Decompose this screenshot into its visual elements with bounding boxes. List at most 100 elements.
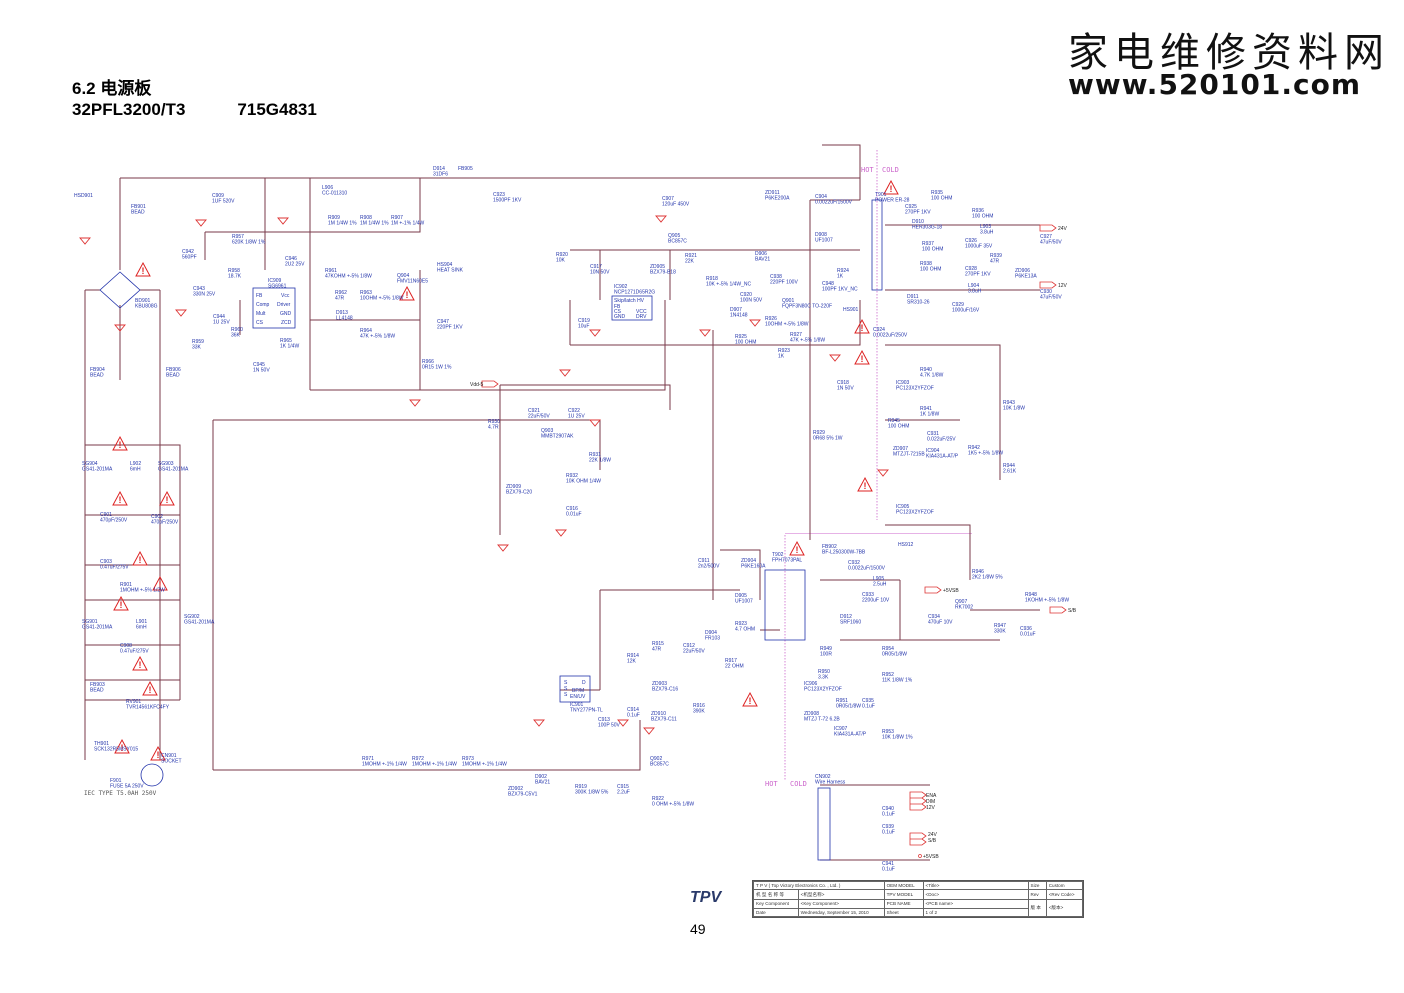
component-ref-sg903: SG903: [158, 461, 174, 467]
component-ref-t902: T902: [772, 552, 784, 558]
component-value-r965: 1K 1/4W: [280, 344, 299, 350]
component-ref-fb902: FB902: [822, 544, 837, 550]
component-ref-c922: C922: [568, 408, 580, 414]
component-ref-c948: C948: [822, 281, 834, 287]
component-ref-r937: R937: [922, 241, 934, 247]
component-ref-c923: C923: [493, 192, 505, 198]
component-ref-sg904: SG904: [82, 461, 98, 467]
warning-icon: !: [399, 285, 415, 301]
component-value-r954: 0R05/1/8W: [882, 652, 907, 658]
component-ref-sg902: SG902: [184, 614, 200, 620]
component-ref-c919: C919: [578, 318, 590, 324]
component-value-r929: 0R68 5% 1W: [813, 436, 843, 442]
component-ref-bd901: BD901: [135, 298, 151, 304]
wires: [84, 144, 1040, 861]
component-ref-q904: Q904: [397, 273, 409, 279]
component-ref-ic905: IC905: [896, 504, 910, 510]
component-value-c922: 1U 25V: [568, 414, 585, 420]
warning-icon: !: [132, 655, 148, 671]
component-ref-r930: R930: [488, 419, 500, 425]
component-ref-r948: R948: [1025, 592, 1037, 598]
component-value-q901: FQPF3N80C TO-220F: [782, 304, 832, 310]
net-12v: 12V: [1058, 283, 1068, 289]
component-ref-r909: R909: [328, 215, 340, 221]
component-ref-r947: R947: [994, 623, 1006, 629]
component-value-fb901: BEAD: [131, 210, 145, 216]
component-ref-c911: C911: [698, 558, 710, 564]
component-ref-c921: C921: [528, 408, 540, 414]
component-ref-r918: R918: [706, 276, 718, 282]
component-value-d914: 31DF6: [433, 172, 448, 178]
component-value-r924: 1K: [837, 274, 844, 280]
component-ref-hs901: HS901: [843, 307, 859, 313]
component-ref-c902: C902: [151, 514, 163, 520]
component-value-c947: 220PF 1KV: [437, 325, 463, 331]
component-ref-c929: C929: [952, 302, 964, 308]
output-connectors: 24V 12V +5VSB S/B Vdd-5 ENA DIM 12V 24V …: [470, 224, 1077, 860]
component-value-r908: 1M 1/4W 1%: [360, 221, 389, 227]
warning-icon: !: [112, 435, 128, 451]
component-value-d912: SRF1060: [840, 620, 861, 626]
component-value-r915: 47R: [652, 647, 662, 653]
svg-text:GND: GND: [280, 311, 292, 317]
component-ref-r943: R943: [1003, 400, 1015, 406]
component-ref-d906: D906: [755, 251, 767, 257]
component-ref-c938: C938: [770, 274, 782, 280]
component-value-c914: 0.1uF: [627, 713, 640, 719]
component-ref-c924: C924: [873, 327, 885, 333]
component-ref-zd908: ZD908: [804, 711, 819, 717]
component-ref-r953: R953: [882, 729, 894, 735]
component-ref-d913: D913: [336, 310, 348, 316]
warning-icon: !: [135, 261, 151, 277]
component-ref-q907: Q907: [955, 599, 967, 605]
bridge-rectifier-bd901: [99, 271, 141, 309]
component-value-t901: POWER ER-28: [875, 198, 910, 204]
component-ref-c909: C909: [212, 193, 224, 199]
component-ref-r939: R939: [990, 253, 1002, 259]
component-value-r949: 100R: [820, 652, 832, 658]
svg-text:S/B: S/B: [928, 838, 937, 844]
component-value-d905: UF1007: [735, 599, 753, 605]
component-ref-zd905: ZD905: [650, 264, 665, 270]
component-value-l901: 6mH: [136, 625, 147, 631]
component-value-bd901: KBU808G: [135, 304, 158, 310]
component-value-r958: 18.7K: [228, 274, 242, 280]
svg-text:CS: CS: [256, 320, 264, 326]
component-value-th901: SCK132R5MSY015: [94, 747, 138, 753]
component-ref-c946: C946: [285, 256, 297, 262]
component-ref-r921: R921: [685, 253, 697, 259]
component-ref-r946: R946: [972, 569, 984, 575]
svg-text:VCC: VCC: [636, 309, 647, 315]
component-value-ic907: KIA431A-AT/P: [834, 732, 867, 738]
svg-text:ENA: ENA: [926, 793, 937, 799]
component-value-c931: 0.022uF/25V: [927, 437, 956, 443]
component-ref-c941: C941: [882, 861, 894, 867]
svg-text:ZCD: ZCD: [281, 320, 292, 326]
section-title: 6.2 电源板: [72, 79, 152, 98]
component-value-l902: 6mH: [130, 467, 141, 473]
component-ref-fb906: FB906: [166, 367, 181, 373]
component-ref-r938: R938: [920, 261, 932, 267]
component-ref-r929: R929: [813, 430, 825, 436]
component-value-c913: 100P 50V: [598, 723, 621, 729]
model-number: 32PFL3200/T3: [72, 100, 186, 119]
warning-icon: !: [150, 745, 166, 761]
component-value-r948: 1KOHM +-5% 1/8W: [1025, 598, 1069, 604]
component-value-ic903: PC123X2YFZOF: [896, 386, 934, 392]
component-ref-r924: R924: [837, 268, 849, 274]
net-5vsb: +5VSB: [943, 588, 959, 594]
component-value-r917: 22 OHM: [725, 664, 744, 670]
component-value-zd908: MTZJ T-72 6.2B: [804, 717, 840, 723]
component-ref-c936: C936: [1020, 626, 1032, 632]
component-ref-r951: R951: [836, 698, 848, 704]
component-ref-fb903: FB903: [90, 682, 105, 688]
component-ref-c944: C944: [213, 314, 225, 320]
component-ref-zd904: ZD904: [741, 558, 756, 564]
watermark-url: www.520101.com: [1068, 68, 1361, 101]
component-value-r923b: 4.7 OHM: [735, 627, 755, 633]
component-value-c926: 1000uF 35V: [965, 244, 993, 250]
svg-text:!: !: [890, 184, 893, 194]
svg-text:!: !: [864, 481, 867, 491]
tb-rev: <Rev Code>: [1045, 889, 1084, 901]
